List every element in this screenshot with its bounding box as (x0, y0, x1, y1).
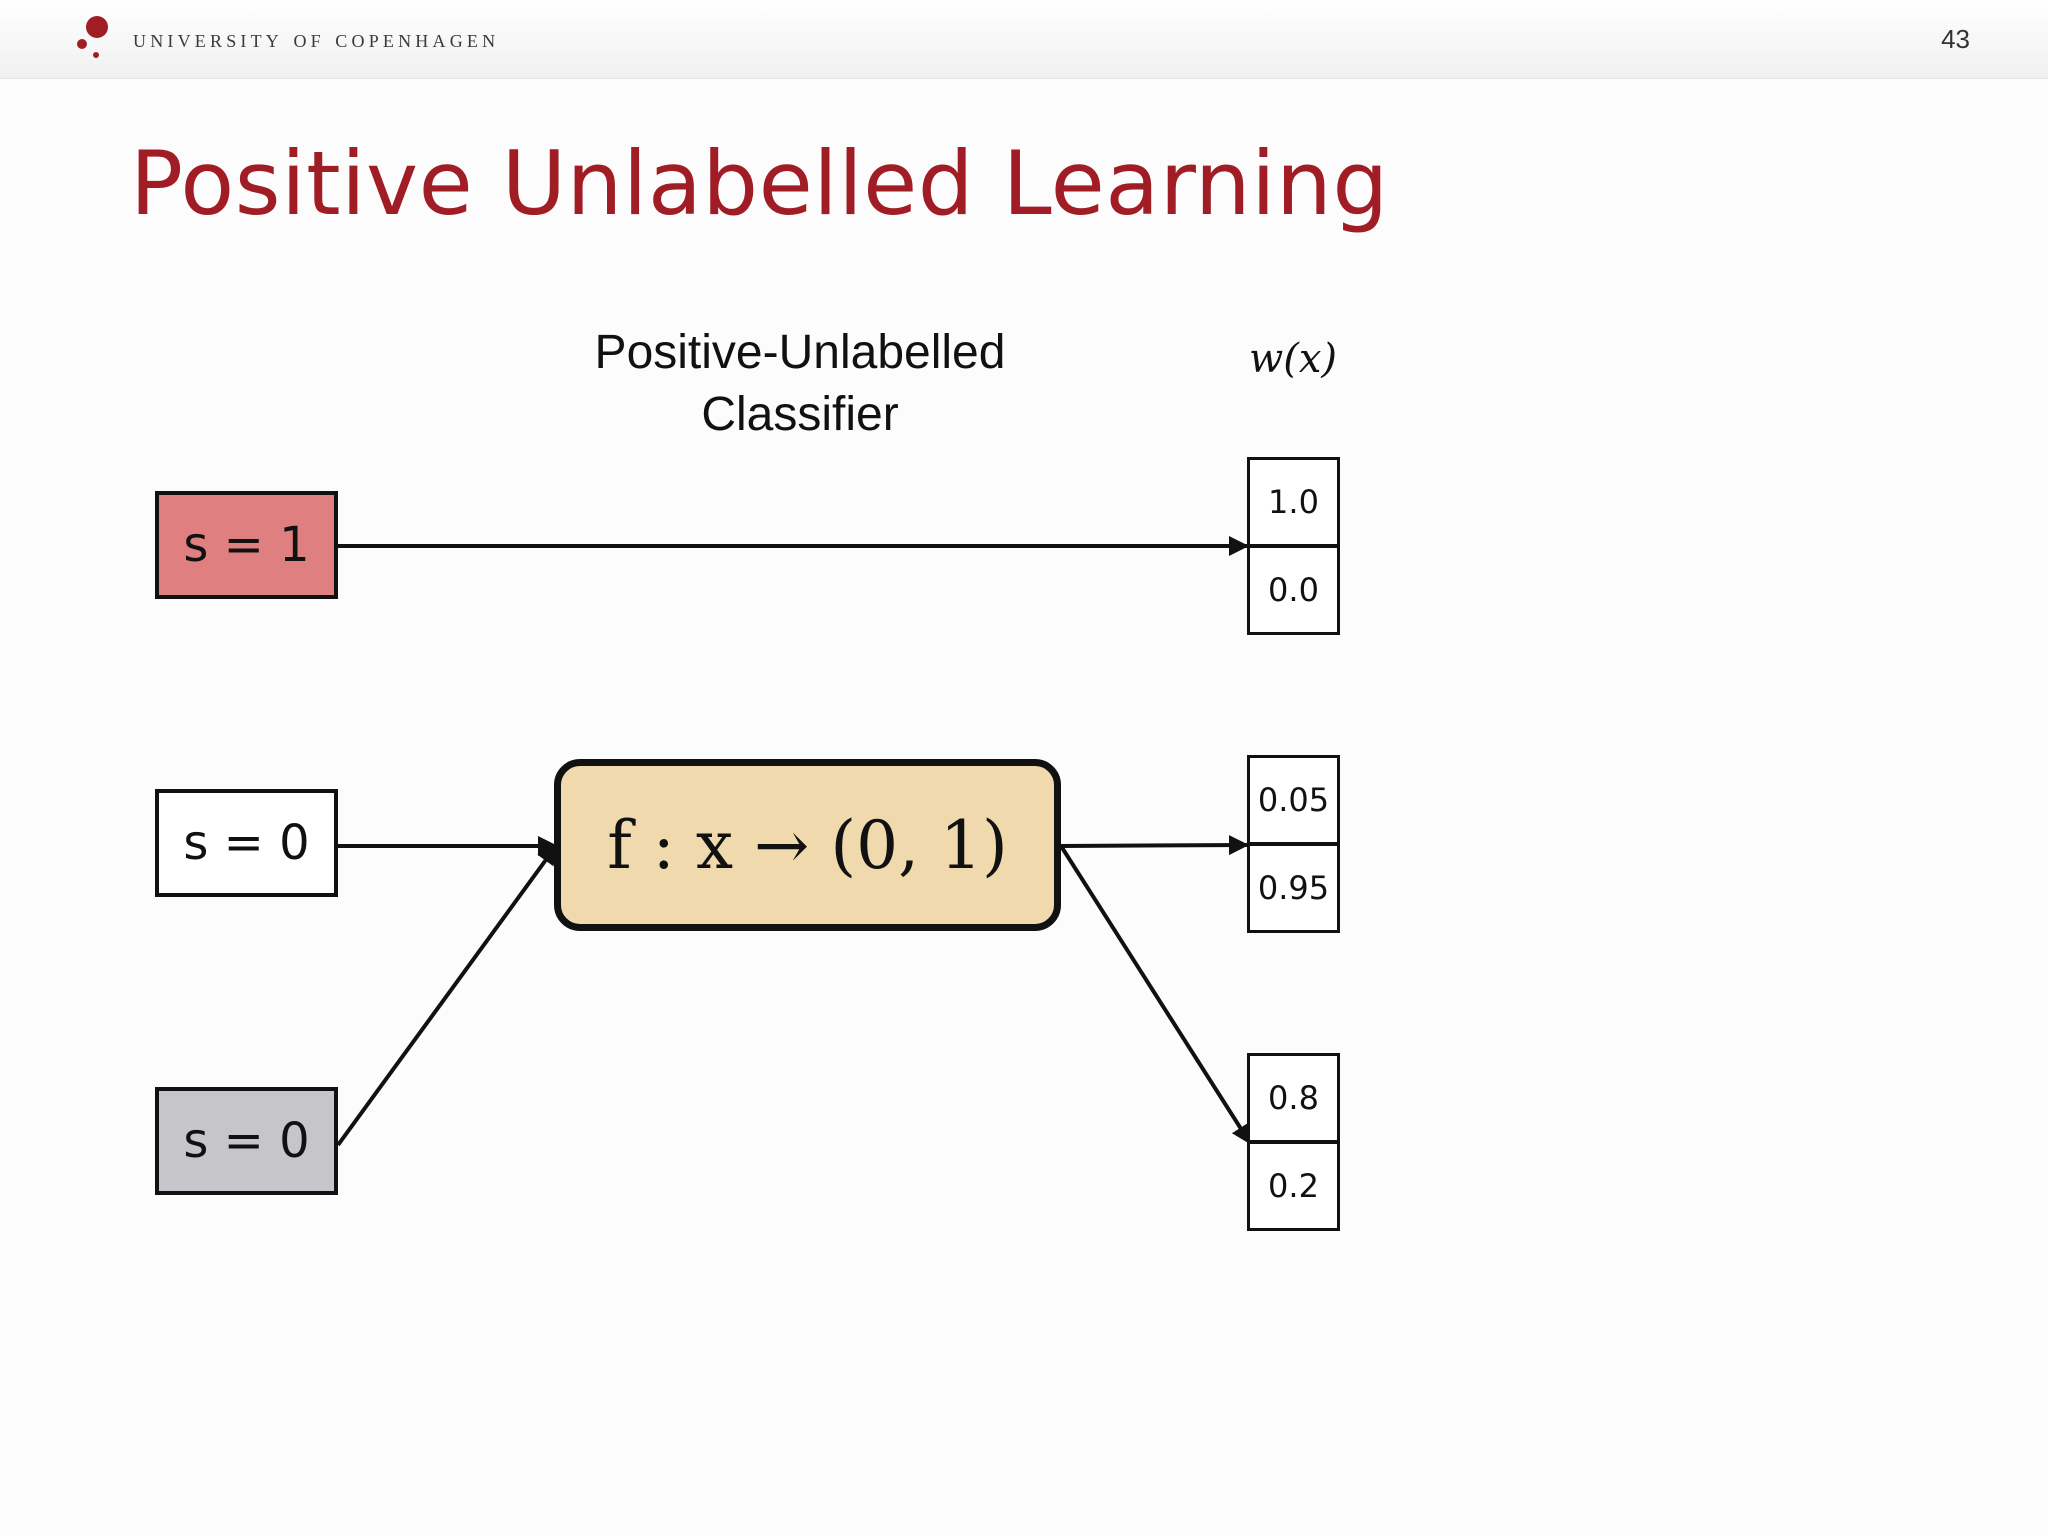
university-logo-icon (77, 16, 108, 58)
weight-2-top: 0.05 (1247, 755, 1340, 845)
arrow-unlabelled-2-to-classifier (336, 844, 558, 1147)
slide-title: Positive Unlabelled Learning (130, 132, 1389, 235)
slide-header: University of Copenhagen 43 (0, 0, 2048, 79)
input-box-labelled-positive: s = 1 (155, 491, 338, 599)
weight-1-bottom: 0.0 (1247, 545, 1340, 635)
weight-1-top: 1.0 (1247, 457, 1340, 547)
classifier-function-box: f : x → (0, 1) (554, 759, 1061, 931)
weight-2-bottom: 0.95 (1247, 843, 1340, 933)
university-name: University of Copenhagen (133, 26, 500, 53)
weight-label: w(x) (1248, 336, 1337, 382)
classifier-caption-line1: Positive-Unlabelled (594, 326, 1006, 379)
arrow-classifier-to-weight-2 (1060, 835, 1249, 856)
classifier-caption: Positive-Unlabelled Classifier (520, 322, 1080, 446)
input-box-unlabelled-2: s = 0 (155, 1087, 338, 1195)
classifier-caption-line2: Classifier (701, 388, 899, 441)
weight-3-top: 0.8 (1247, 1053, 1340, 1143)
page-number: 43 (1941, 24, 1970, 54)
weight-3-bottom: 0.2 (1247, 1141, 1340, 1231)
arrow-classifier-to-weight-3 (1059, 844, 1252, 1145)
input-box-unlabelled-1: s = 0 (155, 789, 338, 897)
